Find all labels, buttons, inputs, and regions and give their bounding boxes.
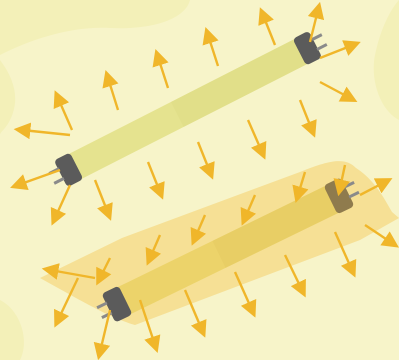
fluorescent-tubes-illustration	[0, 0, 399, 360]
